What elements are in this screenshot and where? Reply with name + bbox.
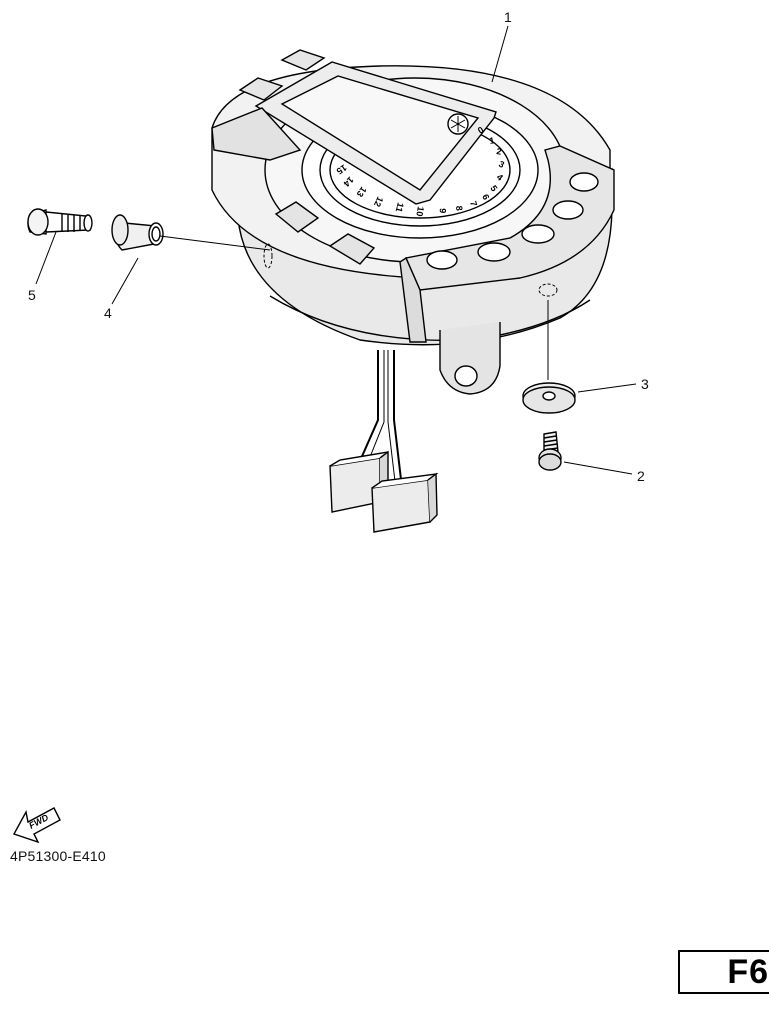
callout-4: 4 [104,305,112,321]
dial-number: 8 [454,205,464,211]
callout-5: 5 [28,287,36,303]
leader-lines [35,25,637,475]
wire-harness [355,350,403,491]
dial-scale: 0 1 2 3 4 5 6 7 8 9 10 11 12 13 14 15 [335,125,506,218]
dial-number: 7 [468,200,479,207]
connector-right [371,472,439,533]
dial-number: 12 [372,195,385,208]
callout-1: 1 [504,9,512,25]
page-label-box: F6 [678,950,769,994]
bolt-part-5 [27,208,93,236]
dial-number: 2 [496,146,503,157]
dial-number: 5 [488,183,499,193]
collar-part-4 [111,214,164,251]
callout-2: 2 [637,468,645,484]
dial-number: 0 [476,125,485,136]
dial-number: 1 [489,135,496,146]
dial-number: 10 [414,206,426,218]
dial-number: 9 [438,208,448,214]
fwd-arrow-icon [12,807,61,844]
meter-assembly [211,49,615,395]
dial-number: 6 [480,193,491,202]
dial-number: 11 [394,201,406,213]
page-label: F6 [727,952,769,991]
callout-3: 3 [641,376,649,392]
washer-part-3 [522,382,576,414]
drawing-code: 4P51300-E410 [10,848,106,864]
dial-number: 4 [495,172,505,183]
dial-number: 13 [355,185,369,199]
screw-part-2 [538,431,562,471]
dial-number: 3 [497,159,506,170]
dial-number: 15 [335,162,349,176]
